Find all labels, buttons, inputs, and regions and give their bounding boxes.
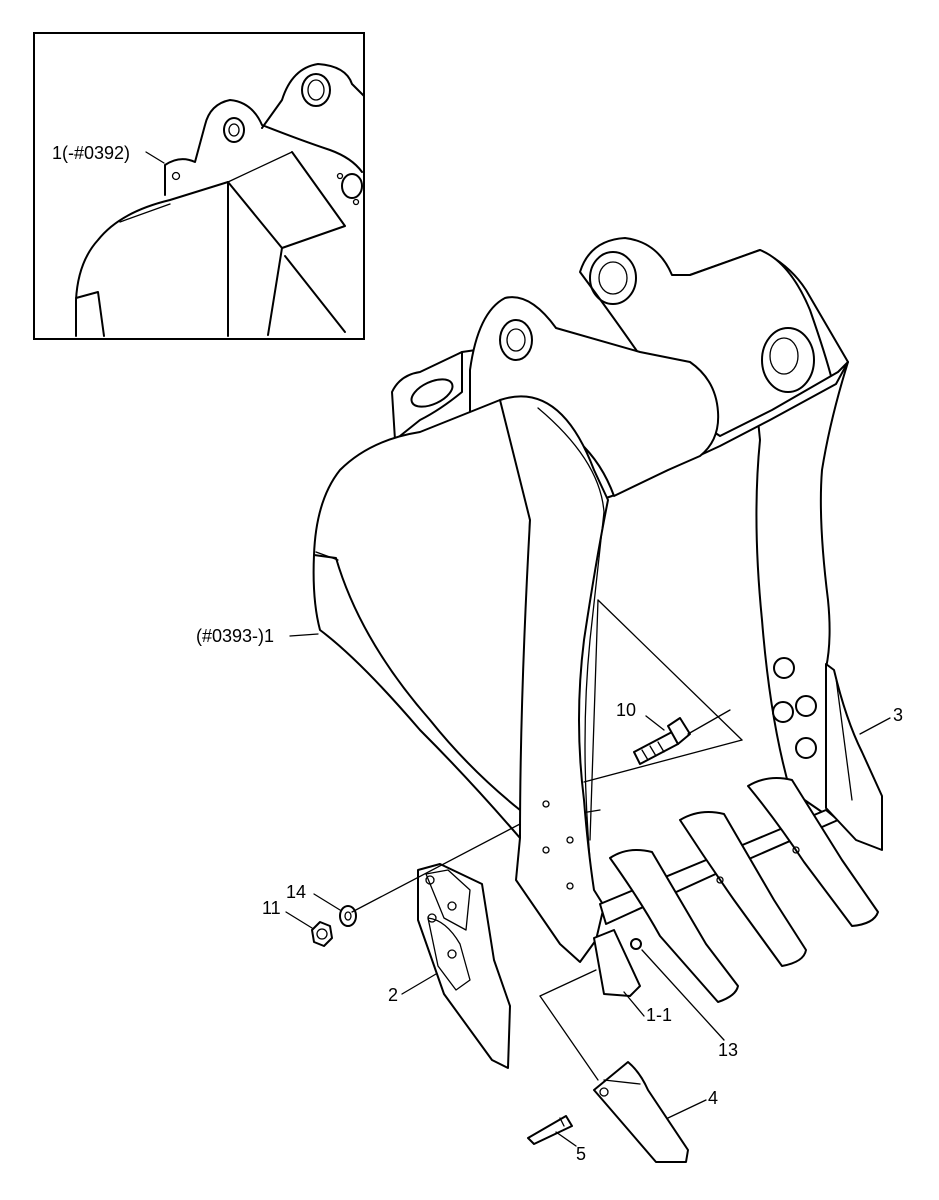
tooth-4 xyxy=(593,1061,689,1163)
pin-5 xyxy=(527,1115,573,1145)
bolt-10 xyxy=(633,717,691,765)
leader-bucket xyxy=(289,633,319,637)
callout-3: 3 xyxy=(893,705,903,725)
side-bolts xyxy=(772,657,817,759)
bucket-shell xyxy=(312,399,531,839)
side-cutter-left xyxy=(417,863,511,1069)
bucket-assembly xyxy=(312,237,879,1003)
callout-11: 11 xyxy=(262,898,281,918)
tooth-mid xyxy=(679,811,807,967)
upper-lug xyxy=(391,351,463,441)
callout-13: 13 xyxy=(718,1040,738,1060)
explode-lines xyxy=(351,709,731,1081)
callout-2: 2 xyxy=(388,985,398,1005)
tooth-right xyxy=(747,777,879,927)
callout-1-1: 1-1 xyxy=(646,1005,672,1025)
tooth-center xyxy=(609,849,739,1003)
tooth-edge xyxy=(593,929,641,997)
callout-10: 10 xyxy=(616,700,636,720)
callout-4: 4 xyxy=(708,1088,718,1108)
callout-14: 14 xyxy=(286,882,306,902)
left-side-plate xyxy=(499,395,609,963)
inset-detail xyxy=(33,32,365,340)
callout-inset-part: 1(-#0392) xyxy=(52,143,130,163)
callout-bucket: (#0393-)1 xyxy=(196,626,274,646)
leader-inset-part xyxy=(145,151,165,164)
washer-14 xyxy=(339,905,357,927)
lock-13 xyxy=(630,938,642,950)
nut-11 xyxy=(311,921,333,947)
callout-5: 5 xyxy=(576,1144,586,1164)
